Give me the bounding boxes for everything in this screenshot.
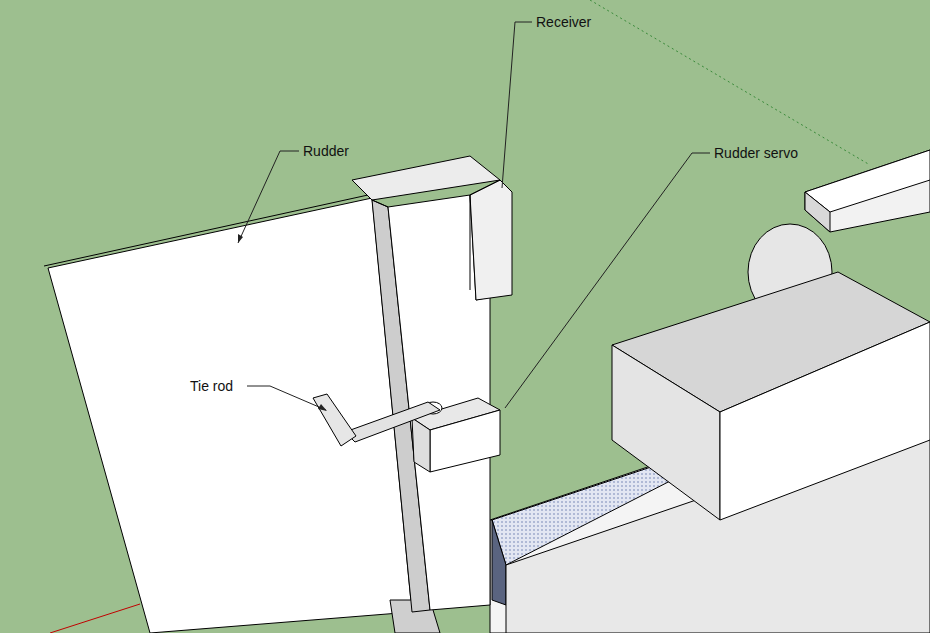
part-label: Receiver: [536, 14, 591, 30]
part-label: Rudder servo: [714, 145, 798, 161]
part-label: Tie rod: [190, 378, 233, 394]
part-label: Rudder: [303, 143, 349, 159]
